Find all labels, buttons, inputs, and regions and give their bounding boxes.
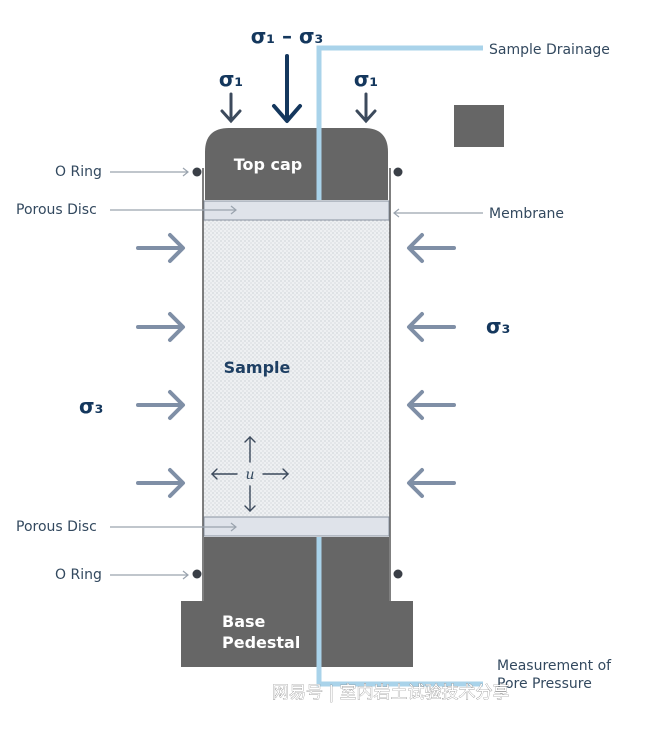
sample-drainage-line bbox=[316, 45, 483, 200]
o-ring-bottom-leader bbox=[110, 570, 189, 580]
porous-disc-top-leader bbox=[110, 205, 237, 215]
watermark-text: 网易号 | 室内岩土试验技术分享 bbox=[272, 683, 510, 703]
sample-drainage-label: Sample Drainage bbox=[489, 42, 610, 58]
bottom-cap bbox=[204, 537, 389, 603]
sigma1-minus-sigma3-arrow bbox=[272, 54, 302, 123]
o-ring-top-right bbox=[393, 167, 403, 177]
measurement-label-line1: Measurement of bbox=[497, 658, 612, 674]
o-ring-bottom-right bbox=[393, 569, 403, 579]
sigma3-arrows-left bbox=[136, 233, 185, 498]
o-ring-bottom-left bbox=[192, 569, 202, 579]
membrane-label: Membrane bbox=[489, 206, 564, 222]
base-label-line2: Pedestal bbox=[222, 633, 300, 652]
o-ring-top-leader bbox=[110, 167, 189, 177]
pore-pressure-symbol: u bbox=[245, 467, 254, 483]
sigma1-left-arrow bbox=[220, 92, 242, 124]
top-cap-label: Top cap bbox=[234, 155, 303, 174]
porous-disc-bottom-label: Porous Disc bbox=[16, 519, 97, 535]
sigma3-right-label: σ₃ bbox=[486, 314, 510, 338]
sigma1-right-label: σ₁ bbox=[354, 67, 378, 91]
sample-body bbox=[203, 220, 390, 517]
measurement-label-line2: Pore Pressure bbox=[497, 676, 592, 692]
porous-disc-top-label: Porous Disc bbox=[16, 202, 97, 218]
o-ring-top-label: O Ring bbox=[55, 164, 102, 180]
sigma3-arrows-right bbox=[407, 233, 456, 498]
sigma1-minus-sigma3-label: σ₁ – σ₃ bbox=[251, 24, 324, 48]
sigma1-left-label: σ₁ bbox=[219, 67, 243, 91]
pore-pressure-cross-arrows bbox=[211, 436, 289, 512]
pore-pressure-line bbox=[316, 537, 483, 687]
gray-square bbox=[454, 105, 504, 147]
sigma1-right-arrow bbox=[355, 92, 377, 124]
sigma3-left-label: σ₃ bbox=[79, 394, 103, 418]
porous-disc-bottom-leader bbox=[110, 522, 237, 532]
o-ring-top-left bbox=[192, 167, 202, 177]
membrane-leader bbox=[393, 208, 483, 218]
base-pedestal bbox=[181, 601, 413, 667]
base-label-line1: Base bbox=[222, 612, 266, 631]
top-cap bbox=[205, 128, 388, 200]
o-ring-bottom-label: O Ring bbox=[55, 567, 102, 583]
sample-label: Sample bbox=[224, 358, 291, 377]
